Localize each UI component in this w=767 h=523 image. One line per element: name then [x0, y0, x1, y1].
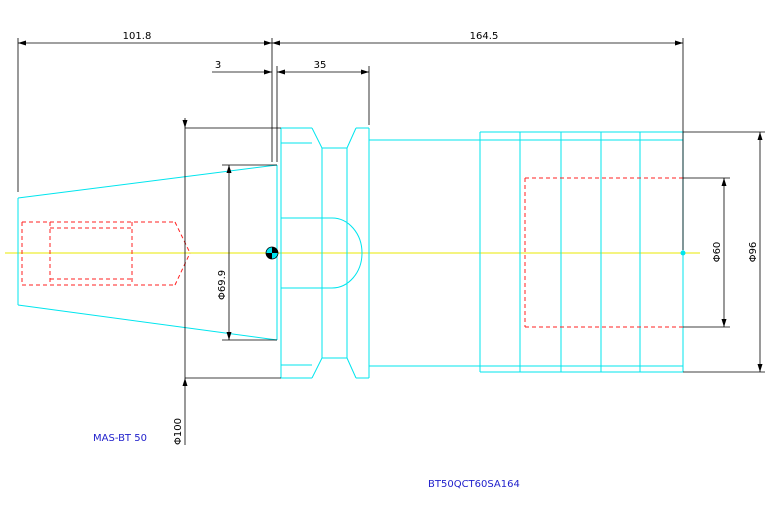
shank-hidden-bore — [21, 221, 191, 286]
body-hidden-bore — [524, 177, 683, 328]
dimension-lines — [17, 38, 765, 445]
dimension-arrows — [18, 40, 763, 386]
dim-overall-right: 164.5 — [470, 31, 499, 42]
body — [369, 131, 684, 373]
dim-bore-diameter: Φ60 — [712, 242, 723, 263]
dim-flange-diameter: Φ100 — [173, 418, 184, 445]
spec-label: MAS-BT 50 — [93, 433, 147, 444]
dim-taper-diameter: Φ69.9 — [217, 270, 228, 300]
dim-flange-width: 35 — [314, 60, 327, 71]
flange — [280, 127, 370, 379]
dim-body-diameter: Φ96 — [748, 242, 759, 263]
dim-flange-gap: 3 — [215, 60, 221, 71]
part-number-label: BT50QCT60SA164 — [428, 479, 520, 490]
gauge-point-marker — [265, 246, 279, 260]
dim-overall-left: 101.8 — [123, 31, 152, 42]
end-point-marker — [680, 250, 686, 256]
